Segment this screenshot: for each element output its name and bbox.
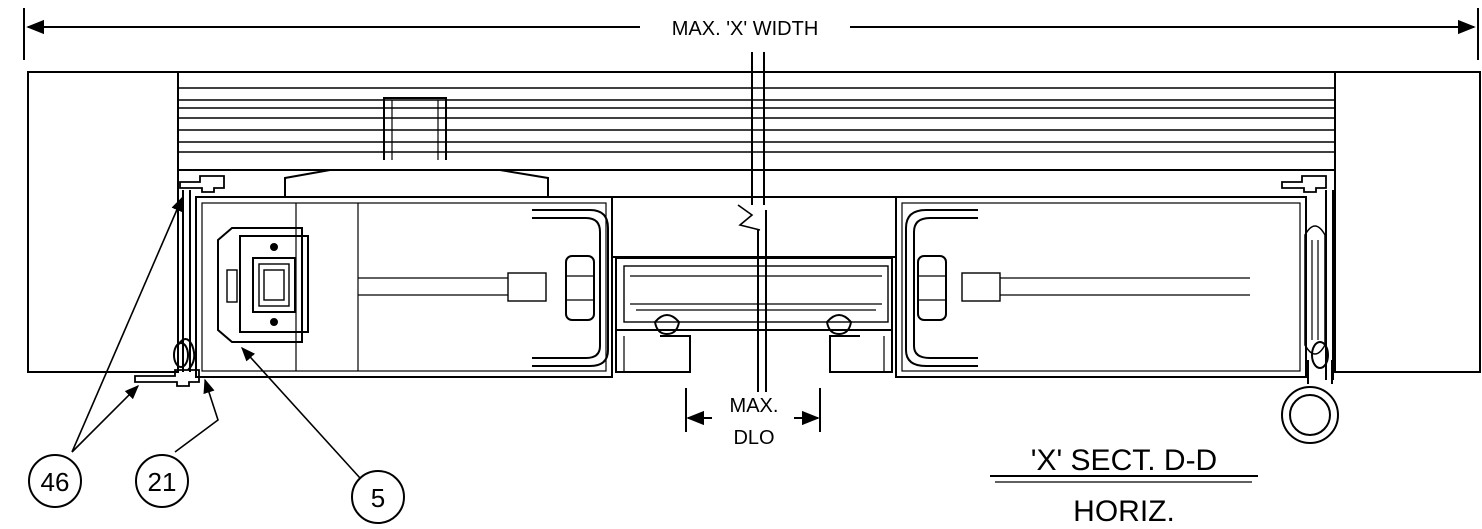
callout-5-circle: [351, 470, 405, 524]
operator-base: [284, 169, 549, 197]
callout-21-circle: [135, 454, 189, 508]
header-track: [178, 71, 1335, 197]
break-line: [737, 52, 767, 392]
leader-46-b: [71, 384, 140, 453]
left-jamb: [27, 71, 225, 387]
section-subtitle: HORIZ.: [1073, 495, 1175, 528]
overall-width-label: MAX. 'X' WIDTH: [672, 18, 819, 40]
callout-21-number: 21: [148, 467, 177, 497]
section-title: 'X' SECT. D-D: [1031, 444, 1217, 477]
dlo-dimension: [685, 388, 821, 432]
left-door-panel: [195, 196, 613, 378]
right-jamb: [1281, 71, 1481, 444]
pivot-knob-outer: [1281, 386, 1339, 444]
callout-46-number: 46: [41, 467, 70, 497]
dlo-label-line1: MAX.: [730, 395, 779, 417]
leader-21: [174, 378, 219, 453]
leader-lines: [71, 196, 361, 479]
leader-5: [241, 346, 361, 479]
callout-5-number: 5: [371, 483, 385, 513]
overall-width-dimension: [23, 8, 1479, 60]
dlo-label-line2: DLO: [733, 427, 774, 449]
leader-46-a: [71, 196, 183, 453]
right-door-panel: [895, 196, 1307, 378]
pivot-knob-inner: [1289, 394, 1331, 436]
center-meeting-stile: [611, 196, 897, 373]
lock-housing: [217, 227, 303, 343]
operator-bracket: [383, 97, 447, 160]
callout-46-circle: [28, 454, 82, 508]
